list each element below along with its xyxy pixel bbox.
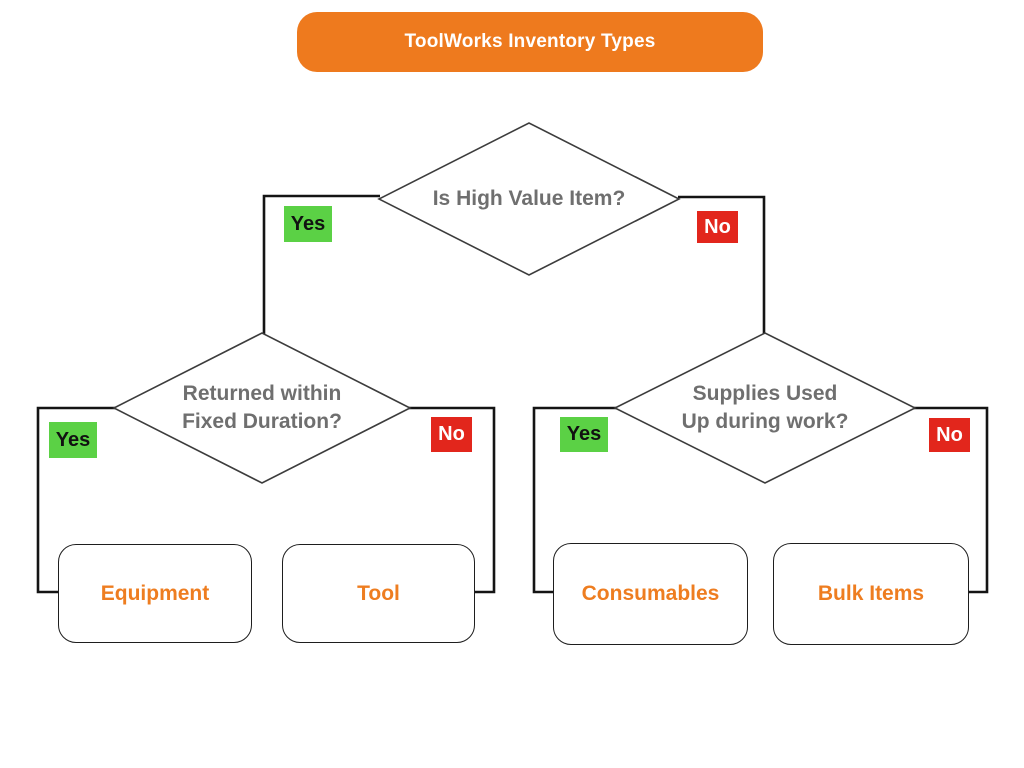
decision-diamond-root [377, 122, 681, 276]
connector-root-no [678, 195, 766, 340]
decision-diamond-right [613, 332, 917, 484]
leaf-box-equipment: Equipment [58, 544, 252, 643]
leaf-label: Tool [357, 581, 400, 605]
title-text: ToolWorks Inventory Types [404, 31, 656, 52]
leaf-label: Bulk Items [817, 582, 925, 605]
leaf-label: Equipment [100, 581, 210, 605]
title-banner: ToolWorks Inventory Types [297, 12, 763, 72]
branch-tag-root-no: No [697, 211, 738, 243]
connector-left-no [405, 406, 496, 594]
leaf-box-consumables: Consumables [553, 543, 748, 645]
leaf-label: Consumables [581, 582, 720, 605]
connector-right-no [910, 406, 989, 594]
branch-tag-root-yes: Yes [284, 206, 332, 242]
branch-tag-right-yes: Yes [560, 417, 608, 452]
branch-tag-right-no: No [929, 418, 970, 452]
leaf-box-tool: Tool [282, 544, 475, 643]
branch-tag-left-no: No [431, 417, 472, 452]
connector-left-yes [36, 406, 120, 594]
decision-diamond-left [112, 332, 412, 484]
connector-root-yes [262, 194, 380, 340]
branch-tag-left-yes: Yes [49, 422, 97, 458]
connector-right-yes [532, 406, 620, 594]
leaf-box-bulk-items: Bulk Items [773, 543, 969, 645]
